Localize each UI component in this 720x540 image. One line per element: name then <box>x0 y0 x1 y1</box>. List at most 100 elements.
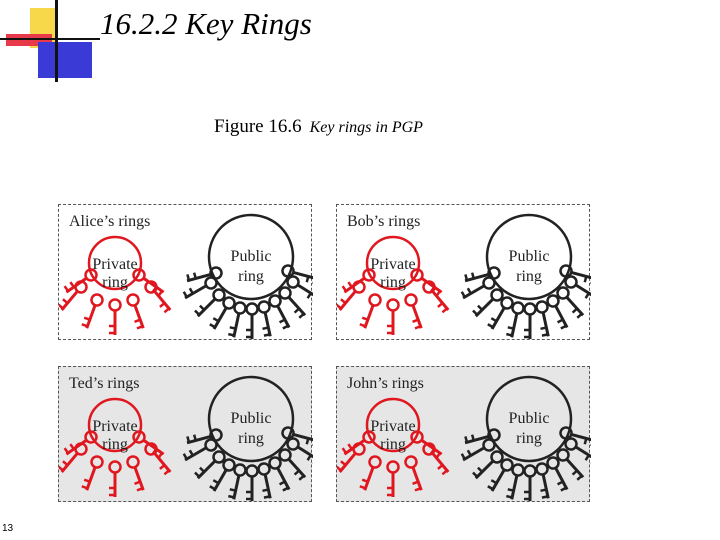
key-icon <box>523 302 537 339</box>
key-icon <box>257 300 272 337</box>
figure-caption: Figure 16.6 Key rings in PGP <box>214 116 423 138</box>
key-icon <box>506 463 525 500</box>
private-ring-label: Private <box>370 418 415 435</box>
public-ring-label: Public <box>509 410 550 427</box>
key-icon <box>63 430 98 456</box>
key-icon <box>268 456 291 492</box>
key-icon <box>108 298 122 335</box>
key-icon <box>337 280 366 311</box>
key-icon <box>108 460 122 497</box>
deco-blue-square <box>38 42 92 78</box>
key-icon <box>472 450 504 480</box>
key-icon <box>81 455 104 491</box>
key-icon <box>281 264 313 285</box>
key-icon <box>209 458 236 492</box>
private-ring <box>87 397 143 453</box>
key-icon <box>386 460 400 497</box>
key-icon <box>564 437 591 465</box>
public-ring <box>207 213 295 301</box>
panel-owner-label: John’s rings <box>347 375 424 392</box>
key-icon <box>564 275 591 303</box>
figure-caption-text: Key rings in PGP <box>309 119 423 136</box>
public-ring-label: Public <box>231 248 272 265</box>
key-icon <box>81 293 104 329</box>
key-icon <box>556 286 585 319</box>
key-icon <box>464 266 501 283</box>
key-icon <box>186 266 223 283</box>
private-ring <box>87 235 143 291</box>
key-icon <box>386 298 400 335</box>
public-ring-label: ring <box>238 268 264 285</box>
public-ring-label: Public <box>509 248 550 265</box>
key-icon <box>410 430 443 459</box>
key-icon <box>245 464 259 501</box>
private-ring-label: ring <box>380 436 406 453</box>
key-icon <box>546 456 569 492</box>
key-icon <box>546 294 569 330</box>
key-icon <box>126 455 145 492</box>
slide-title: 16.2.2 Key Rings <box>100 6 312 41</box>
public-ring-label: Public <box>231 410 272 427</box>
key-icon <box>278 448 307 481</box>
public-ring-label: ring <box>516 430 542 447</box>
key-icon <box>245 302 259 339</box>
key-icon <box>535 300 550 337</box>
key-icon <box>460 438 496 462</box>
figure-number: Figure 16.6 <box>214 116 302 137</box>
deco-vertical-line <box>55 0 58 82</box>
key-icon <box>559 264 591 285</box>
key-icon <box>132 268 165 297</box>
key-icon <box>281 426 313 447</box>
key-icon <box>422 280 450 314</box>
private-ring-label: ring <box>102 274 128 291</box>
private-ring <box>365 397 421 453</box>
panel-owner-label: Alice’s rings <box>69 213 151 230</box>
key-icon <box>286 437 313 465</box>
private-ring-label: Private <box>92 256 137 273</box>
key-icon <box>182 276 218 300</box>
key-icon <box>460 276 496 300</box>
key-icon <box>559 426 591 447</box>
key-icon <box>144 280 172 314</box>
private-ring-label: Private <box>370 256 415 273</box>
key-icon <box>404 455 423 492</box>
key-icon <box>341 268 376 294</box>
key-icon <box>337 442 366 473</box>
panel-owner-label: Ted’s rings <box>69 375 140 392</box>
key-icon <box>286 275 313 303</box>
key-icon <box>341 430 376 456</box>
key-icon <box>359 293 382 329</box>
key-icon <box>359 455 382 491</box>
deco-horizontal-line <box>0 38 100 40</box>
key-icon <box>535 462 550 499</box>
key-icon <box>464 428 501 445</box>
key-icon <box>144 442 172 476</box>
key-icon <box>63 268 98 294</box>
key-icon <box>59 442 88 473</box>
key-icon <box>410 268 443 297</box>
panel-owner-label: Bob’s rings <box>347 213 421 230</box>
key-icon <box>472 288 504 318</box>
public-ring-label: ring <box>238 430 264 447</box>
key-icon <box>126 293 145 330</box>
key-icon <box>194 288 226 318</box>
key-icon <box>132 430 165 459</box>
key-icon <box>268 294 291 330</box>
key-icon <box>194 450 226 480</box>
key-icon <box>59 280 88 311</box>
key-icon <box>523 464 537 501</box>
public-ring <box>207 375 295 463</box>
private-ring-label: Private <box>92 418 137 435</box>
key-icon <box>404 293 423 330</box>
public-ring <box>485 375 573 463</box>
key-icon <box>556 448 585 481</box>
